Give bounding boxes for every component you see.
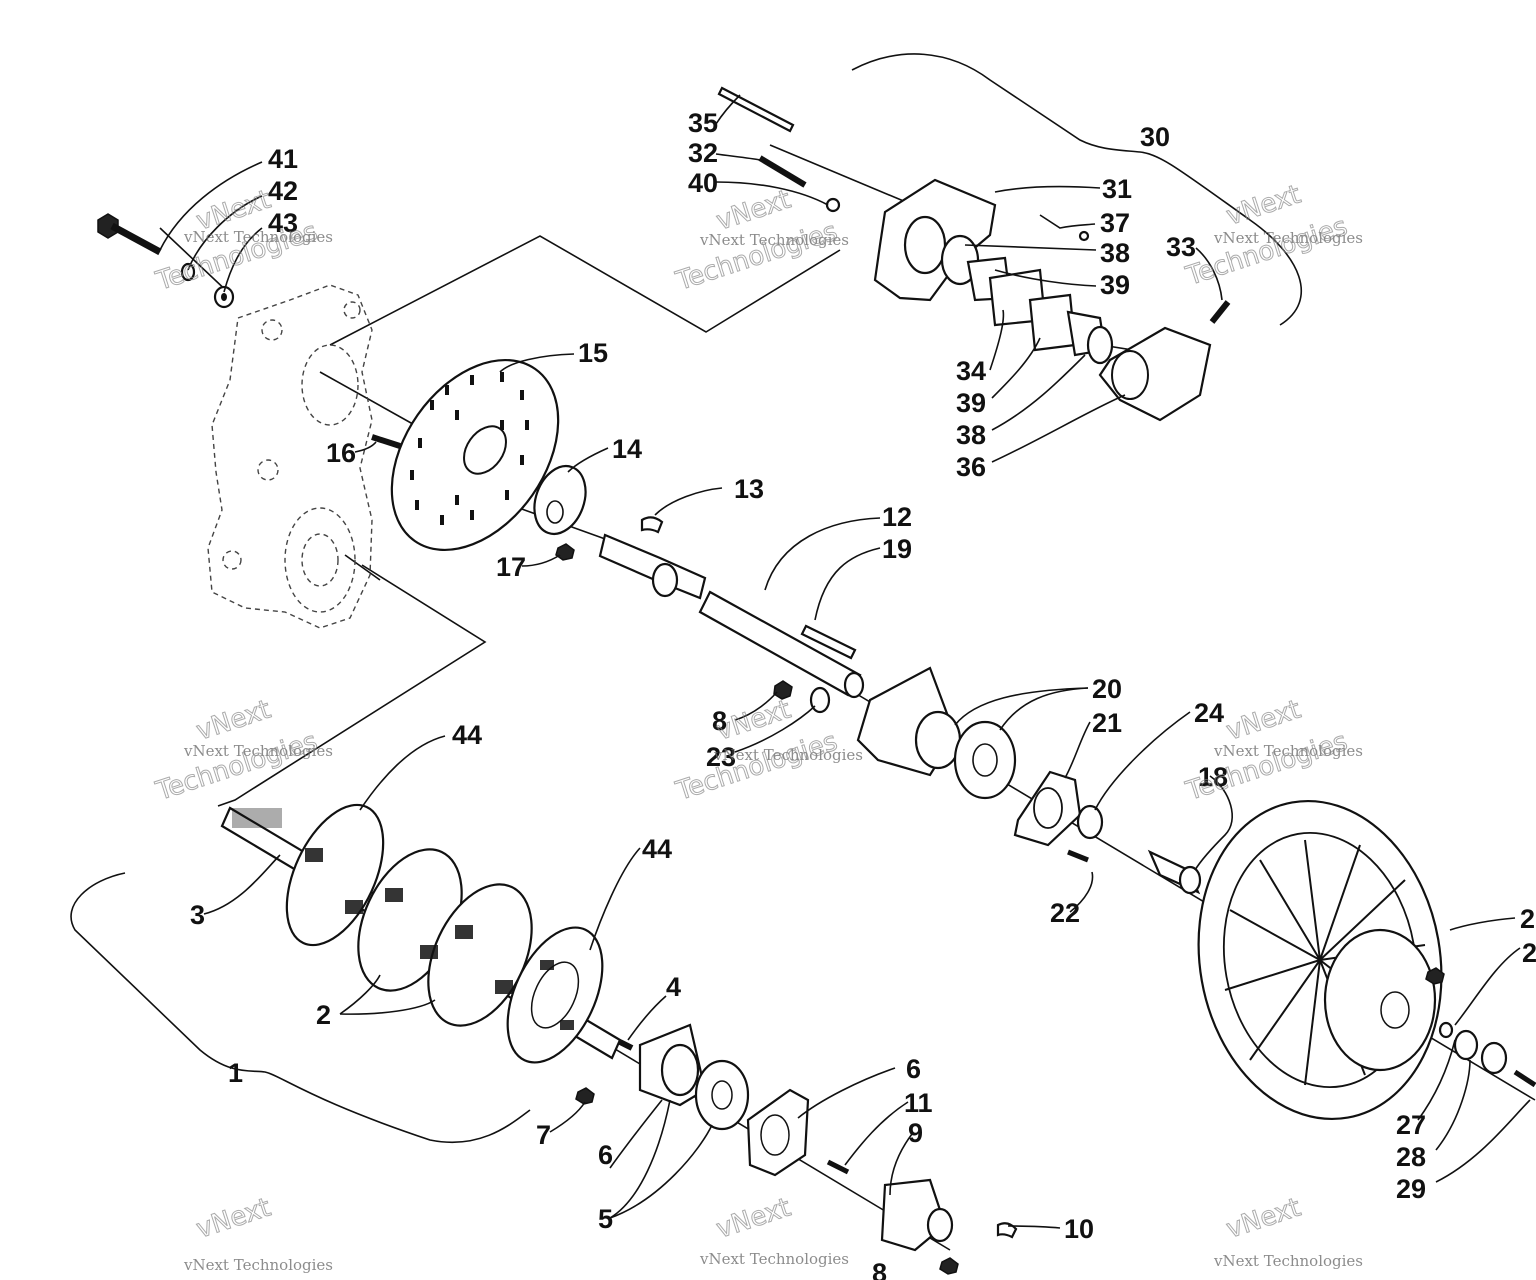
watermark-4-line2: vNext	[193, 695, 275, 747]
callout-19: 19	[882, 534, 912, 564]
watermark-4-line3: Technologies	[152, 727, 321, 807]
callout-2: 2	[316, 1000, 331, 1030]
callout-18: 18	[1198, 762, 1228, 792]
brake-caliper	[717, 86, 1231, 422]
callout-29: 29	[1396, 1174, 1426, 1204]
watermark-9-line1: vNext Technologies	[1213, 1252, 1363, 1270]
watermark-5-line3: Technologies	[672, 727, 841, 807]
callout-15: 15	[578, 338, 608, 368]
callout-39-top: 39	[1100, 270, 1130, 300]
callout-6-lower: 6	[598, 1140, 613, 1170]
bearing-flange-upper	[773, 666, 1104, 863]
watermark-1: vNext vNext Technologies Technologies	[151, 184, 333, 297]
chaincase-housing	[207, 284, 373, 629]
watermark-7-line2: vNext	[193, 1193, 275, 1245]
watermark-2-line1: vNext Technologies	[699, 231, 849, 249]
watermark-6-line2: vNext	[1223, 695, 1305, 747]
callout-4: 4	[666, 972, 681, 1002]
callout-3: 3	[190, 900, 205, 930]
watermark-7-line1: vNext Technologies	[183, 1256, 333, 1274]
watermark-4-line1: vNext Technologies	[183, 742, 333, 760]
callout-28: 28	[1396, 1142, 1426, 1172]
callout-41: 41	[268, 144, 298, 174]
bearing-flange-lower	[638, 1023, 1018, 1275]
callout-32: 32	[688, 138, 718, 168]
callout-31: 31	[1102, 174, 1132, 204]
watermark-3: vNext vNext Technologies Technologies	[1181, 179, 1363, 292]
watermark-2-line3: Technologies	[672, 217, 841, 297]
callout-11: 11	[904, 1088, 933, 1118]
callout-35: 35	[688, 108, 718, 138]
callout-6-upper: 6	[906, 1054, 921, 1084]
phantom-lines	[70, 53, 1303, 1144]
bolt-41-assembly	[97, 213, 235, 309]
callout-12: 12	[882, 502, 912, 532]
watermark-3-line1: vNext Technologies	[1213, 229, 1363, 247]
callout-26: 2	[1522, 938, 1536, 968]
watermark-1-line1: vNext Technologies	[183, 228, 333, 246]
callout-24: 24	[1194, 698, 1224, 728]
jackshaft	[598, 533, 865, 699]
watermark-9-line2: vNext	[1223, 1193, 1305, 1245]
callout-27: 27	[1396, 1110, 1426, 1140]
watermark-5: vNext vNext Technologies Technologies	[671, 694, 863, 807]
callout-40: 40	[688, 168, 718, 198]
brake-disc	[390, 358, 560, 552]
driven-clutch	[1147, 799, 1536, 1121]
callout-21: 21	[1092, 708, 1122, 738]
callout-14: 14	[612, 434, 642, 464]
watermark-5-line2: vNext	[713, 695, 795, 747]
callout-labels: 41 42 43 35 32 40 30 31 37 38 39 33 34 3…	[190, 108, 1536, 1280]
watermark-8-line1: vNext Technologies	[699, 1250, 849, 1268]
watermark-2-line2: vNext	[713, 185, 795, 237]
callout-9: 9	[908, 1118, 923, 1148]
callout-42: 42	[268, 176, 298, 206]
watermark-9: vNext vNext Technologies	[1213, 1192, 1363, 1270]
watermark-8-line2: vNext	[713, 1193, 795, 1245]
callout-38-top: 38	[1100, 238, 1130, 268]
track-drive-shaft	[220, 803, 634, 1105]
callout-8-upper: 8	[712, 706, 727, 736]
callout-39-bottom: 39	[956, 388, 986, 418]
leader-lines	[159, 94, 1531, 1229]
callout-34: 34	[956, 356, 986, 386]
callout-13: 13	[734, 474, 764, 504]
callout-44-lower: 44	[642, 834, 672, 864]
callout-25: 2	[1520, 904, 1535, 934]
watermark-3-line3: Technologies	[1182, 212, 1351, 292]
callout-30: 30	[1140, 122, 1170, 152]
callout-37: 37	[1100, 208, 1130, 238]
callout-10: 10	[1064, 1214, 1094, 1244]
callout-23: 23	[706, 742, 736, 772]
callout-36: 36	[956, 452, 986, 482]
callout-7: 7	[536, 1120, 551, 1150]
callout-1: 1	[228, 1058, 243, 1088]
watermark-6-line1: vNext Technologies	[1213, 742, 1363, 760]
callout-43: 43	[268, 208, 298, 238]
watermark-8: vNext vNext Technologies	[699, 1192, 849, 1268]
callout-22: 22	[1050, 898, 1080, 928]
callout-17: 17	[496, 552, 526, 582]
small-parts-left	[371, 434, 664, 561]
callout-20: 20	[1092, 674, 1122, 704]
callout-44-upper: 44	[452, 720, 482, 750]
callout-5: 5	[598, 1204, 613, 1234]
callout-38-bottom: 38	[956, 420, 986, 450]
watermark-7: vNext vNext Technologies	[183, 1192, 333, 1274]
callout-8-lower: 8	[872, 1258, 887, 1280]
callout-33: 33	[1166, 232, 1196, 262]
watermark-5-line1: vNext Technologies	[713, 746, 863, 764]
watermark-4: vNext vNext Technologies Technologies	[151, 694, 333, 807]
callout-16: 16	[326, 438, 356, 468]
watermark-3-line2: vNext	[1223, 180, 1305, 232]
